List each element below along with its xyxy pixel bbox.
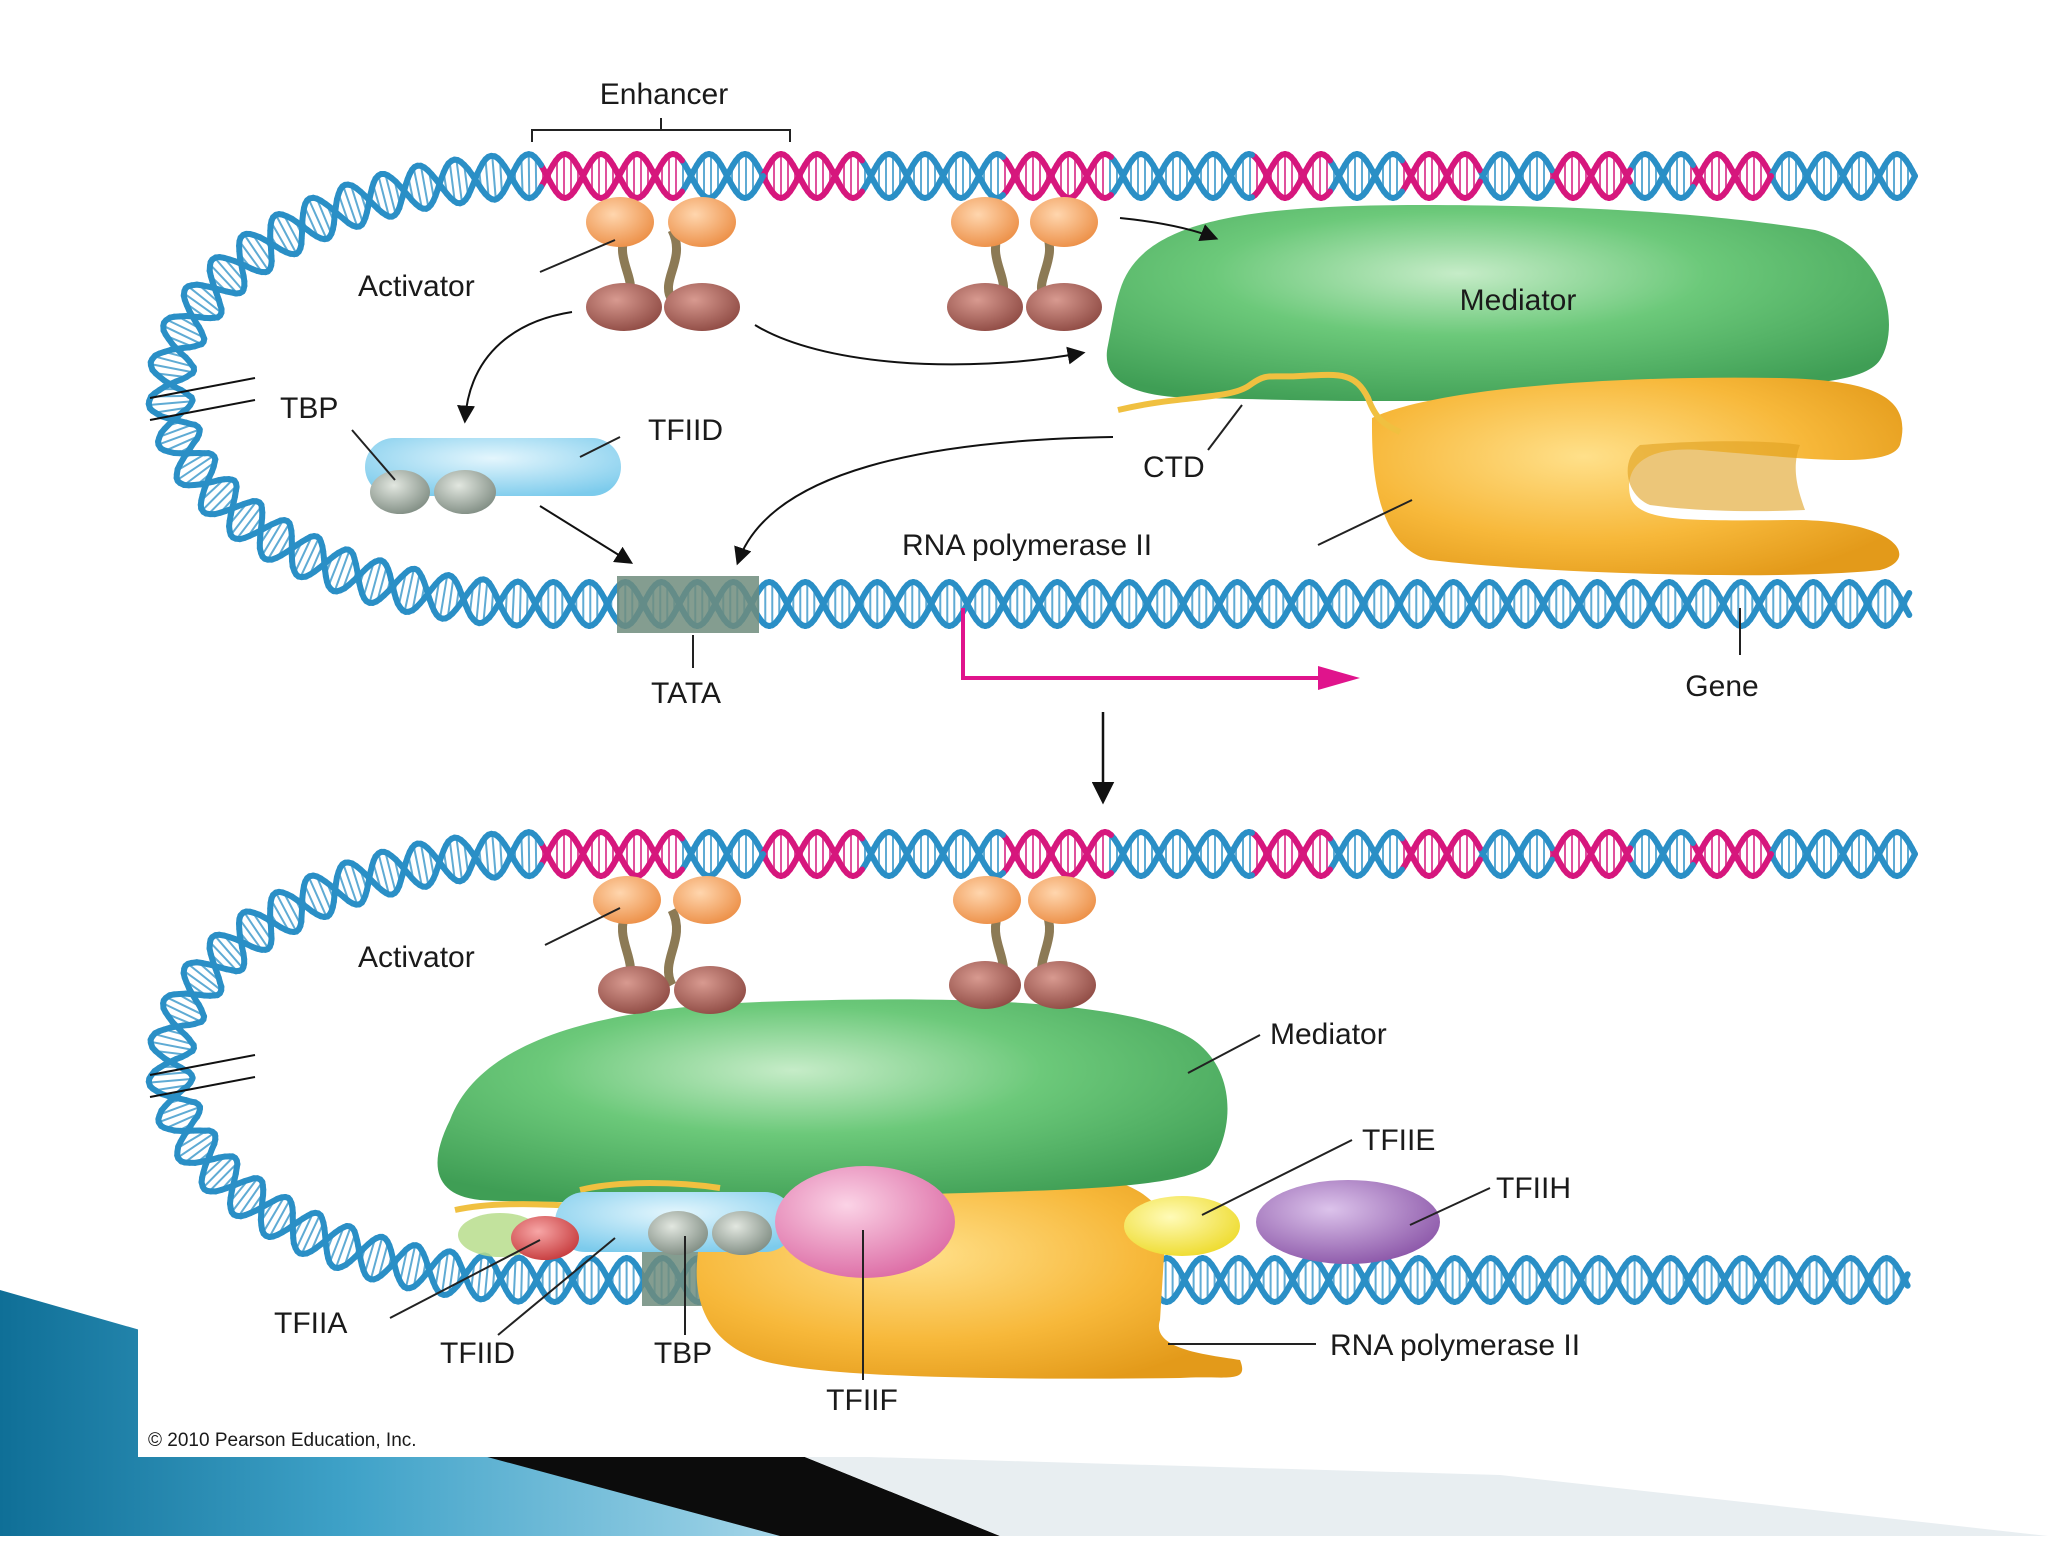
enhancer-label: Enhancer (600, 78, 728, 111)
tfiif-label: TFIIF (826, 1384, 898, 1417)
tbp-bottom-label: TBP (654, 1337, 712, 1370)
tfiif (775, 1166, 955, 1278)
mediator-top-label: Mediator (1460, 284, 1577, 317)
copyright-notice: © 2010 Pearson Education, Inc. (148, 1430, 417, 1451)
tfiie-label: TFIIE (1362, 1124, 1435, 1157)
tfiia (511, 1216, 579, 1260)
tata-box (617, 576, 759, 633)
tbp-top-label: TBP (280, 392, 338, 425)
gene-label: Gene (1685, 670, 1758, 703)
activator-bottom-label: Activator (358, 941, 475, 974)
tfiia-label: TFIIA (274, 1307, 347, 1340)
tfiid-top-label: TFIID (648, 414, 723, 447)
activator-top-label: Activator (358, 270, 475, 303)
ctd-label: CTD (1143, 451, 1205, 484)
tata-label: TATA (651, 677, 721, 710)
mediator-bottom-label: Mediator (1270, 1018, 1387, 1051)
tfiih-label: TFIIH (1496, 1172, 1571, 1205)
tfiih (1256, 1180, 1440, 1264)
tfiid-bottom-label: TFIID (440, 1337, 515, 1370)
rnapol-top-label: RNA polymerase II (902, 529, 1152, 562)
rnapol-bottom-label: RNA polymerase II (1330, 1329, 1580, 1362)
